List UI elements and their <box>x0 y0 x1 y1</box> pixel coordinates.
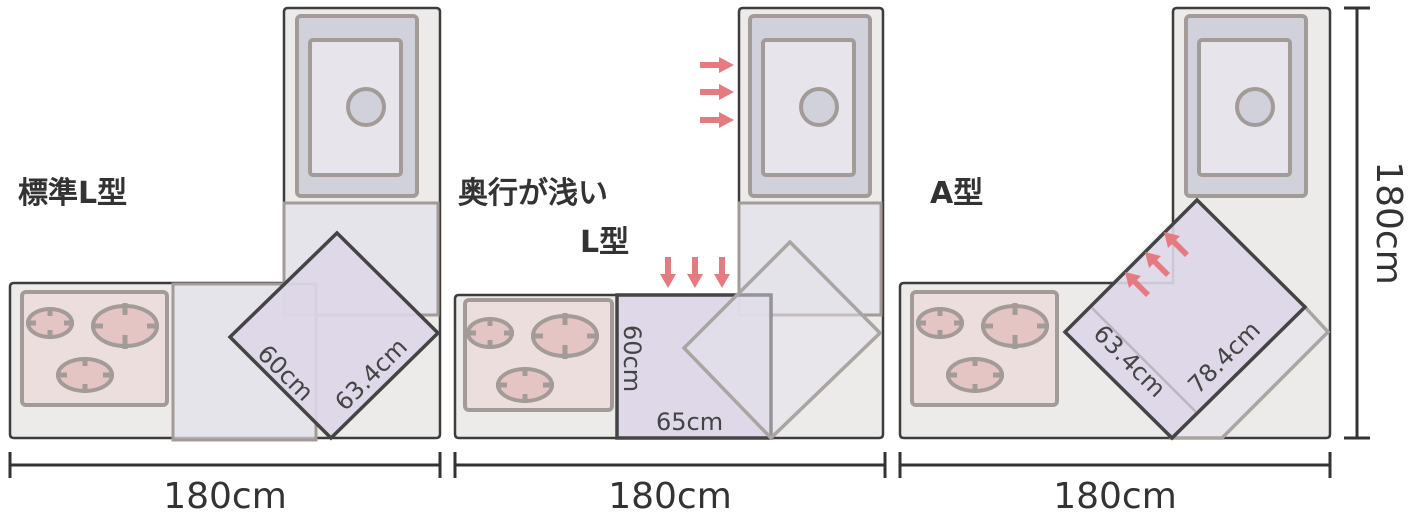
label-width: 65cm <box>656 408 723 436</box>
arrows-down <box>660 257 730 288</box>
height-dimension-line <box>1344 6 1370 440</box>
width-dimension-line <box>8 452 442 478</box>
width-label: 180cm <box>608 476 732 517</box>
arrows-diagonal <box>1125 232 1189 297</box>
panel-title: 標準L型 <box>18 176 127 211</box>
width-dimension-line <box>453 452 887 478</box>
width-label: 180cm <box>163 476 287 517</box>
height-label: 180cm <box>1368 161 1409 285</box>
panel-title: A型 <box>930 176 983 211</box>
panel-standard-l: 60cm 63.4cm 標準L型 180cm <box>8 6 442 517</box>
panel-title-line1: 奥行が浅い <box>458 176 608 211</box>
panel-title-line2: L型 <box>580 225 629 260</box>
panel-shallow-l: 60cm 65cm 奥行が浅い L型 180cm <box>453 6 887 517</box>
sink <box>1184 14 1308 198</box>
sink <box>748 14 872 198</box>
standard-corner-outline <box>681 239 883 441</box>
width-dimension-line <box>898 452 1332 478</box>
sink <box>295 14 419 198</box>
arrows-right <box>700 57 734 128</box>
panel-a-type: 63.4cm 78.4cm A型 180cm 180cm <box>898 6 1409 517</box>
divider-line <box>1091 307 1197 413</box>
corner-workspace <box>1062 197 1308 441</box>
corner-workspace <box>227 230 441 441</box>
width-label: 180cm <box>1053 476 1177 517</box>
label-depth: 60cm <box>618 325 646 392</box>
